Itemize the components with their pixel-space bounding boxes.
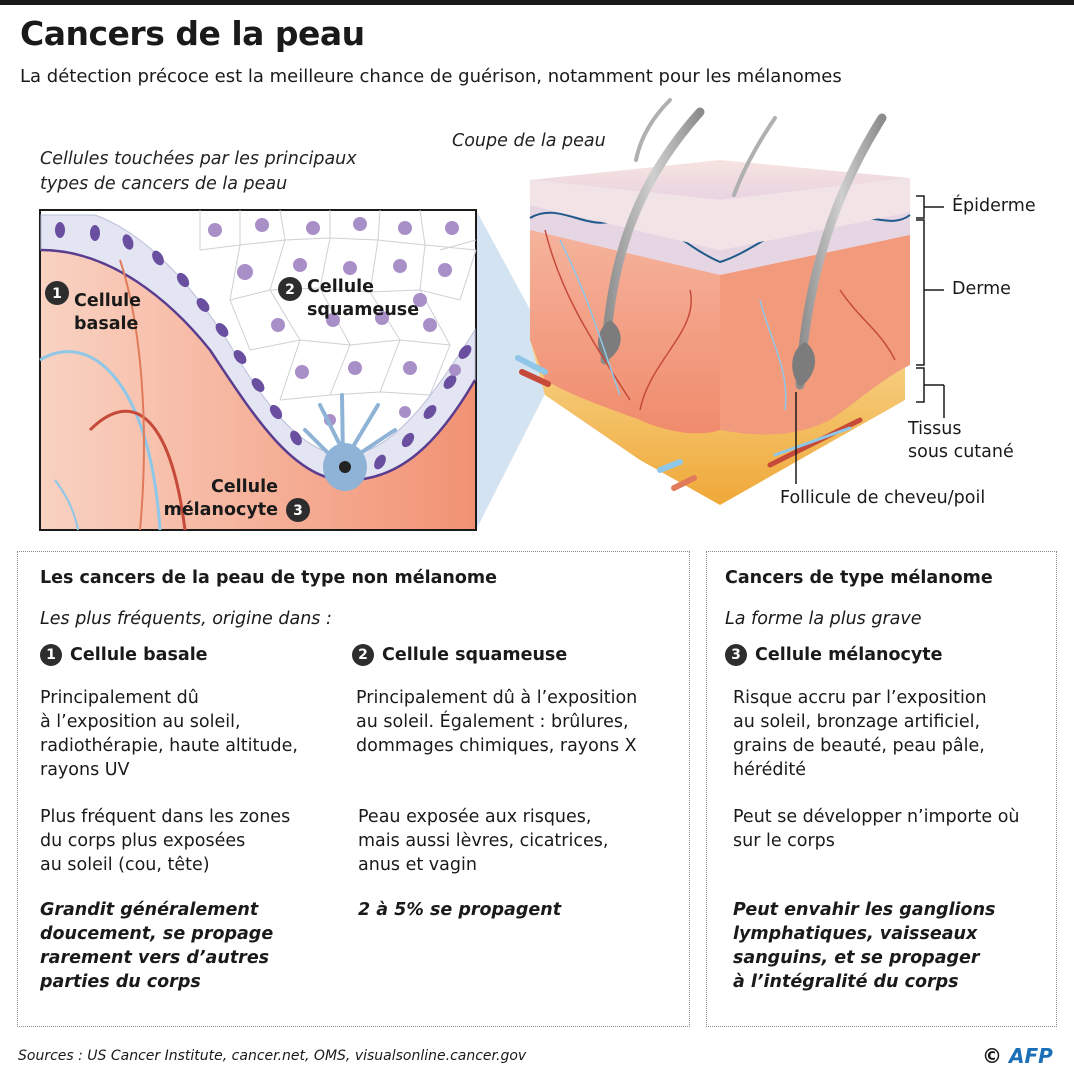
squamous-locations: Peau exposée aux risques, mais aussi lèv…	[358, 807, 609, 875]
cells-inset	[39, 209, 477, 531]
melanocyte-heading: 3 Cellule mélanocyte	[725, 643, 943, 667]
sources-text: Sources : US Cancer Institute, cancer.ne…	[18, 1048, 527, 1064]
top-bar	[0, 0, 1074, 5]
epidermis-label: Épiderme	[952, 196, 1036, 216]
skin-cube	[515, 98, 911, 505]
dermis-label: Derme	[952, 279, 1011, 299]
melanoma-subtitle: La forme la plus grave	[725, 609, 922, 629]
basal-causes: Principalement dû à l’exposition au sole…	[40, 688, 298, 780]
squamous-spread: 2 à 5% se propagent	[358, 900, 562, 920]
afp-logo: © AFP	[982, 1044, 1053, 1068]
basal-spread: Grandit généralement doucement, se propa…	[40, 900, 274, 992]
page-title: Cancers de la peau	[20, 14, 365, 53]
basal-heading: 1 Cellule basale	[40, 643, 208, 667]
cell-badges	[45, 277, 310, 522]
melanocyte-number-badge: 3	[725, 644, 747, 666]
melanocyte-name: Cellule mélanocyte	[755, 645, 943, 665]
follicle-label: Follicule de cheveu/poil	[780, 488, 986, 508]
afp-brand: AFP	[1008, 1044, 1053, 1068]
melanoma-panel	[706, 551, 1057, 1027]
skin-figure: 1 2 3	[39, 98, 945, 531]
zoom-projection	[476, 210, 552, 530]
basal-number-badge: 1	[40, 644, 62, 666]
copyright-symbol: ©	[982, 1044, 1002, 1068]
melanoma-spread: Peut envahir les ganglions lymphatiques,…	[733, 900, 996, 992]
non-melanoma-subtitle: Les plus fréquents, origine dans :	[40, 609, 332, 629]
squamous-cell-label: Cellule squameuse	[307, 277, 420, 320]
badge-1-text: 1	[52, 286, 62, 302]
subcutaneous-label: Tissus sous cutané	[908, 419, 1014, 462]
squamous-name: Cellule squameuse	[382, 645, 568, 665]
layer-brackets	[795, 195, 945, 484]
melanoma-causes: Risque accru par l’exposition au soleil,…	[733, 688, 987, 780]
squamous-causes: Principalement dû à l’exposition au sole…	[356, 688, 638, 756]
melanoma-locations: Peut se développer n’importe où sur le c…	[733, 807, 1020, 851]
page-subtitle: La détection précoce est la meilleure ch…	[20, 66, 842, 87]
melanoma-title: Cancers de type mélanome	[725, 568, 993, 588]
squamous-number-badge: 2	[352, 644, 374, 666]
basal-locations: Plus fréquent dans les zones du corps pl…	[40, 807, 291, 875]
melanocyte-cell-label: Cellule mélanocyte	[163, 477, 278, 520]
skin-caption: Coupe de la peau	[452, 131, 606, 151]
basal-cell-label: Cellule basale	[74, 291, 142, 334]
cells-caption: Cellules touchées par les principaux typ…	[40, 149, 357, 194]
badge-3-text: 3	[293, 503, 303, 519]
squamous-heading: 2 Cellule squameuse	[352, 643, 567, 667]
badge-2-text: 2	[285, 282, 295, 298]
non-melanoma-panel	[17, 551, 690, 1027]
non-melanoma-title: Les cancers de la peau de type non mélan…	[40, 568, 497, 588]
basal-name: Cellule basale	[70, 645, 208, 665]
